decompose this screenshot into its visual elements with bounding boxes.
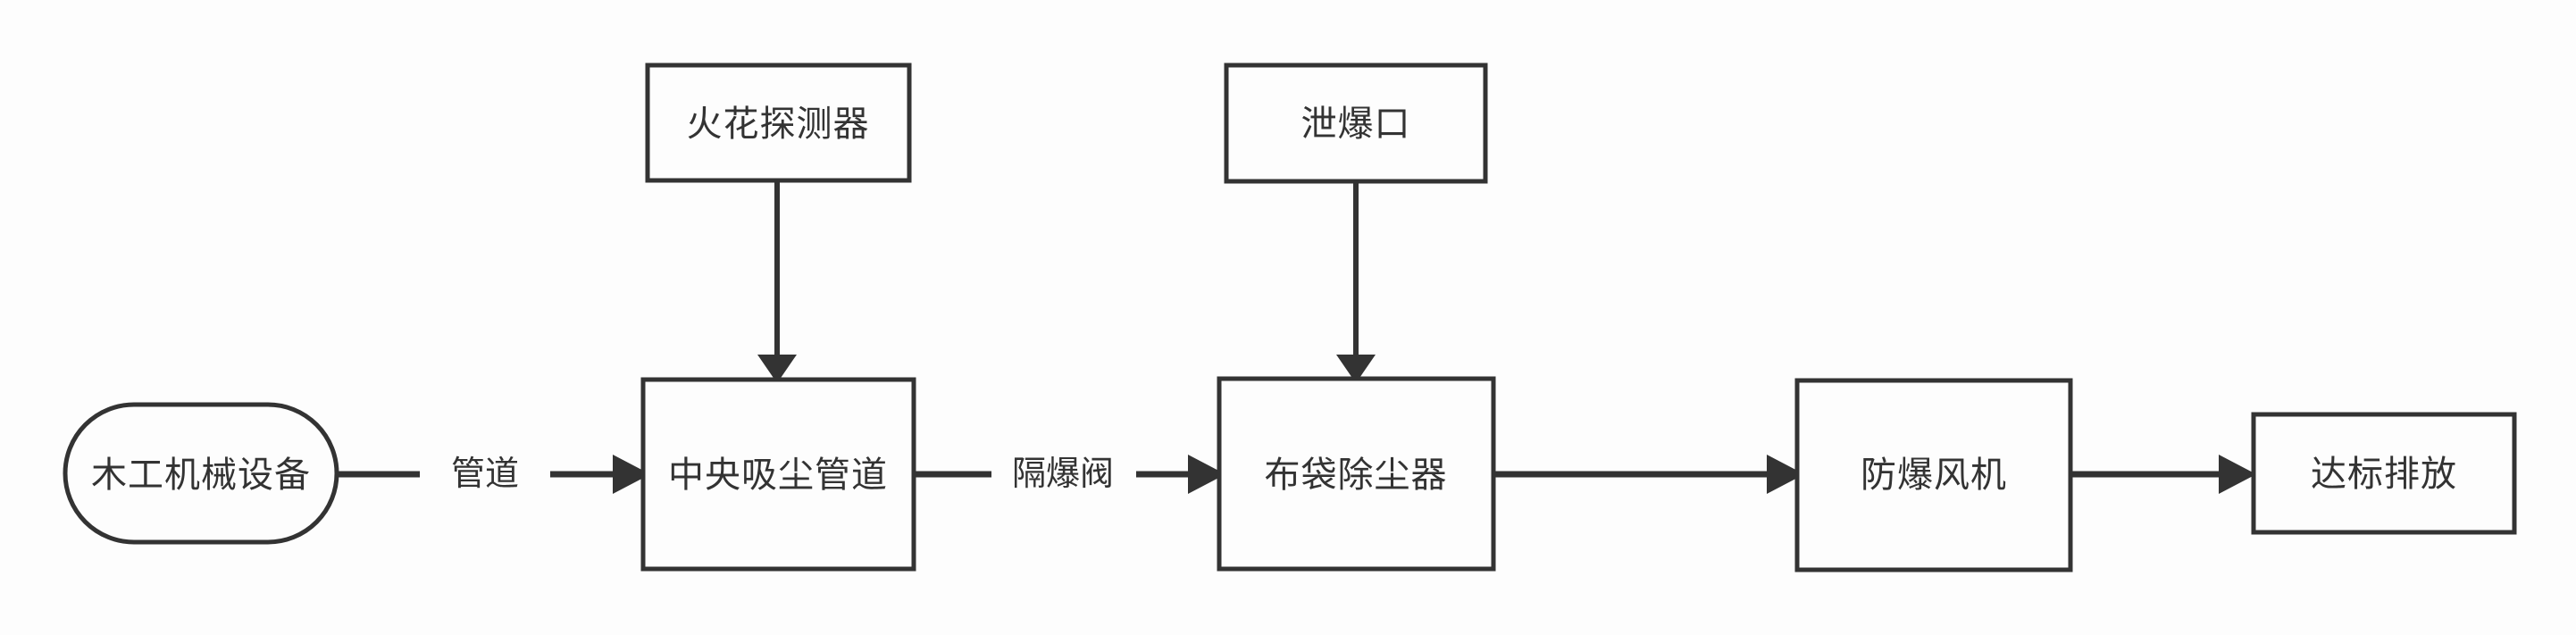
node-compliant-discharge[interactable]: 达标排放 xyxy=(2251,412,2517,535)
node-label-compliant-discharge: 达标排放 xyxy=(2311,455,2457,494)
edge-explosion-vent-to-baghouse xyxy=(1336,181,1376,383)
arrowhead-icon xyxy=(757,355,797,383)
edge-baghouse-to-explosion-proof-fan xyxy=(1493,455,1804,494)
node-shape-stadium xyxy=(63,402,339,545)
node-shape-rect xyxy=(2251,412,2517,535)
arrowhead-icon xyxy=(1336,355,1376,383)
node-shape-rect xyxy=(1224,63,1488,184)
node-label-explosion-vent: 泄爆口 xyxy=(1301,104,1411,144)
node-label-central-duct: 中央吸尘管道 xyxy=(668,455,888,495)
node-shape-rect xyxy=(640,377,916,572)
node-label-spark-detector: 火花探测器 xyxy=(687,104,870,144)
edge-label-explosion-isolation-valve: 隔爆阀 xyxy=(1012,455,1114,493)
arrowhead-icon xyxy=(2219,455,2256,494)
edge-explosion-proof-fan-to-compliant-discharge xyxy=(2070,455,2256,494)
edge-central-duct-to-baghouse: 隔爆阀 xyxy=(914,455,1225,494)
node-label-wood-machine: 木工机械设备 xyxy=(91,455,311,495)
arrowhead-icon xyxy=(1188,455,1225,494)
node-label-baghouse-dust-collector: 布袋除尘器 xyxy=(1265,455,1448,495)
arrowhead-icon xyxy=(613,455,650,494)
node-baghouse-dust-collector[interactable]: 布袋除尘器 xyxy=(1217,376,1496,572)
node-spark-detector[interactable]: 火花探测器 xyxy=(645,63,912,183)
node-explosion-proof-fan[interactable]: 防爆风机 xyxy=(1794,378,2073,572)
arrowhead-icon xyxy=(1767,455,1804,494)
edge-wood-machine-to-central-duct: 管道 xyxy=(337,455,650,494)
edge-label-pipe: 管道 xyxy=(451,455,519,493)
node-explosion-vent[interactable]: 泄爆口 xyxy=(1224,63,1488,184)
node-wood-machine[interactable]: 木工机械设备 xyxy=(63,402,339,545)
node-central-duct[interactable]: 中央吸尘管道 xyxy=(640,377,916,572)
node-shape-rect xyxy=(1794,378,2073,572)
node-shape-rect xyxy=(1217,376,1496,572)
node-shape-rect xyxy=(645,63,912,183)
node-label-explosion-proof-fan: 防爆风机 xyxy=(1861,455,2007,495)
edge-spark-detector-to-central-duct xyxy=(757,181,797,383)
